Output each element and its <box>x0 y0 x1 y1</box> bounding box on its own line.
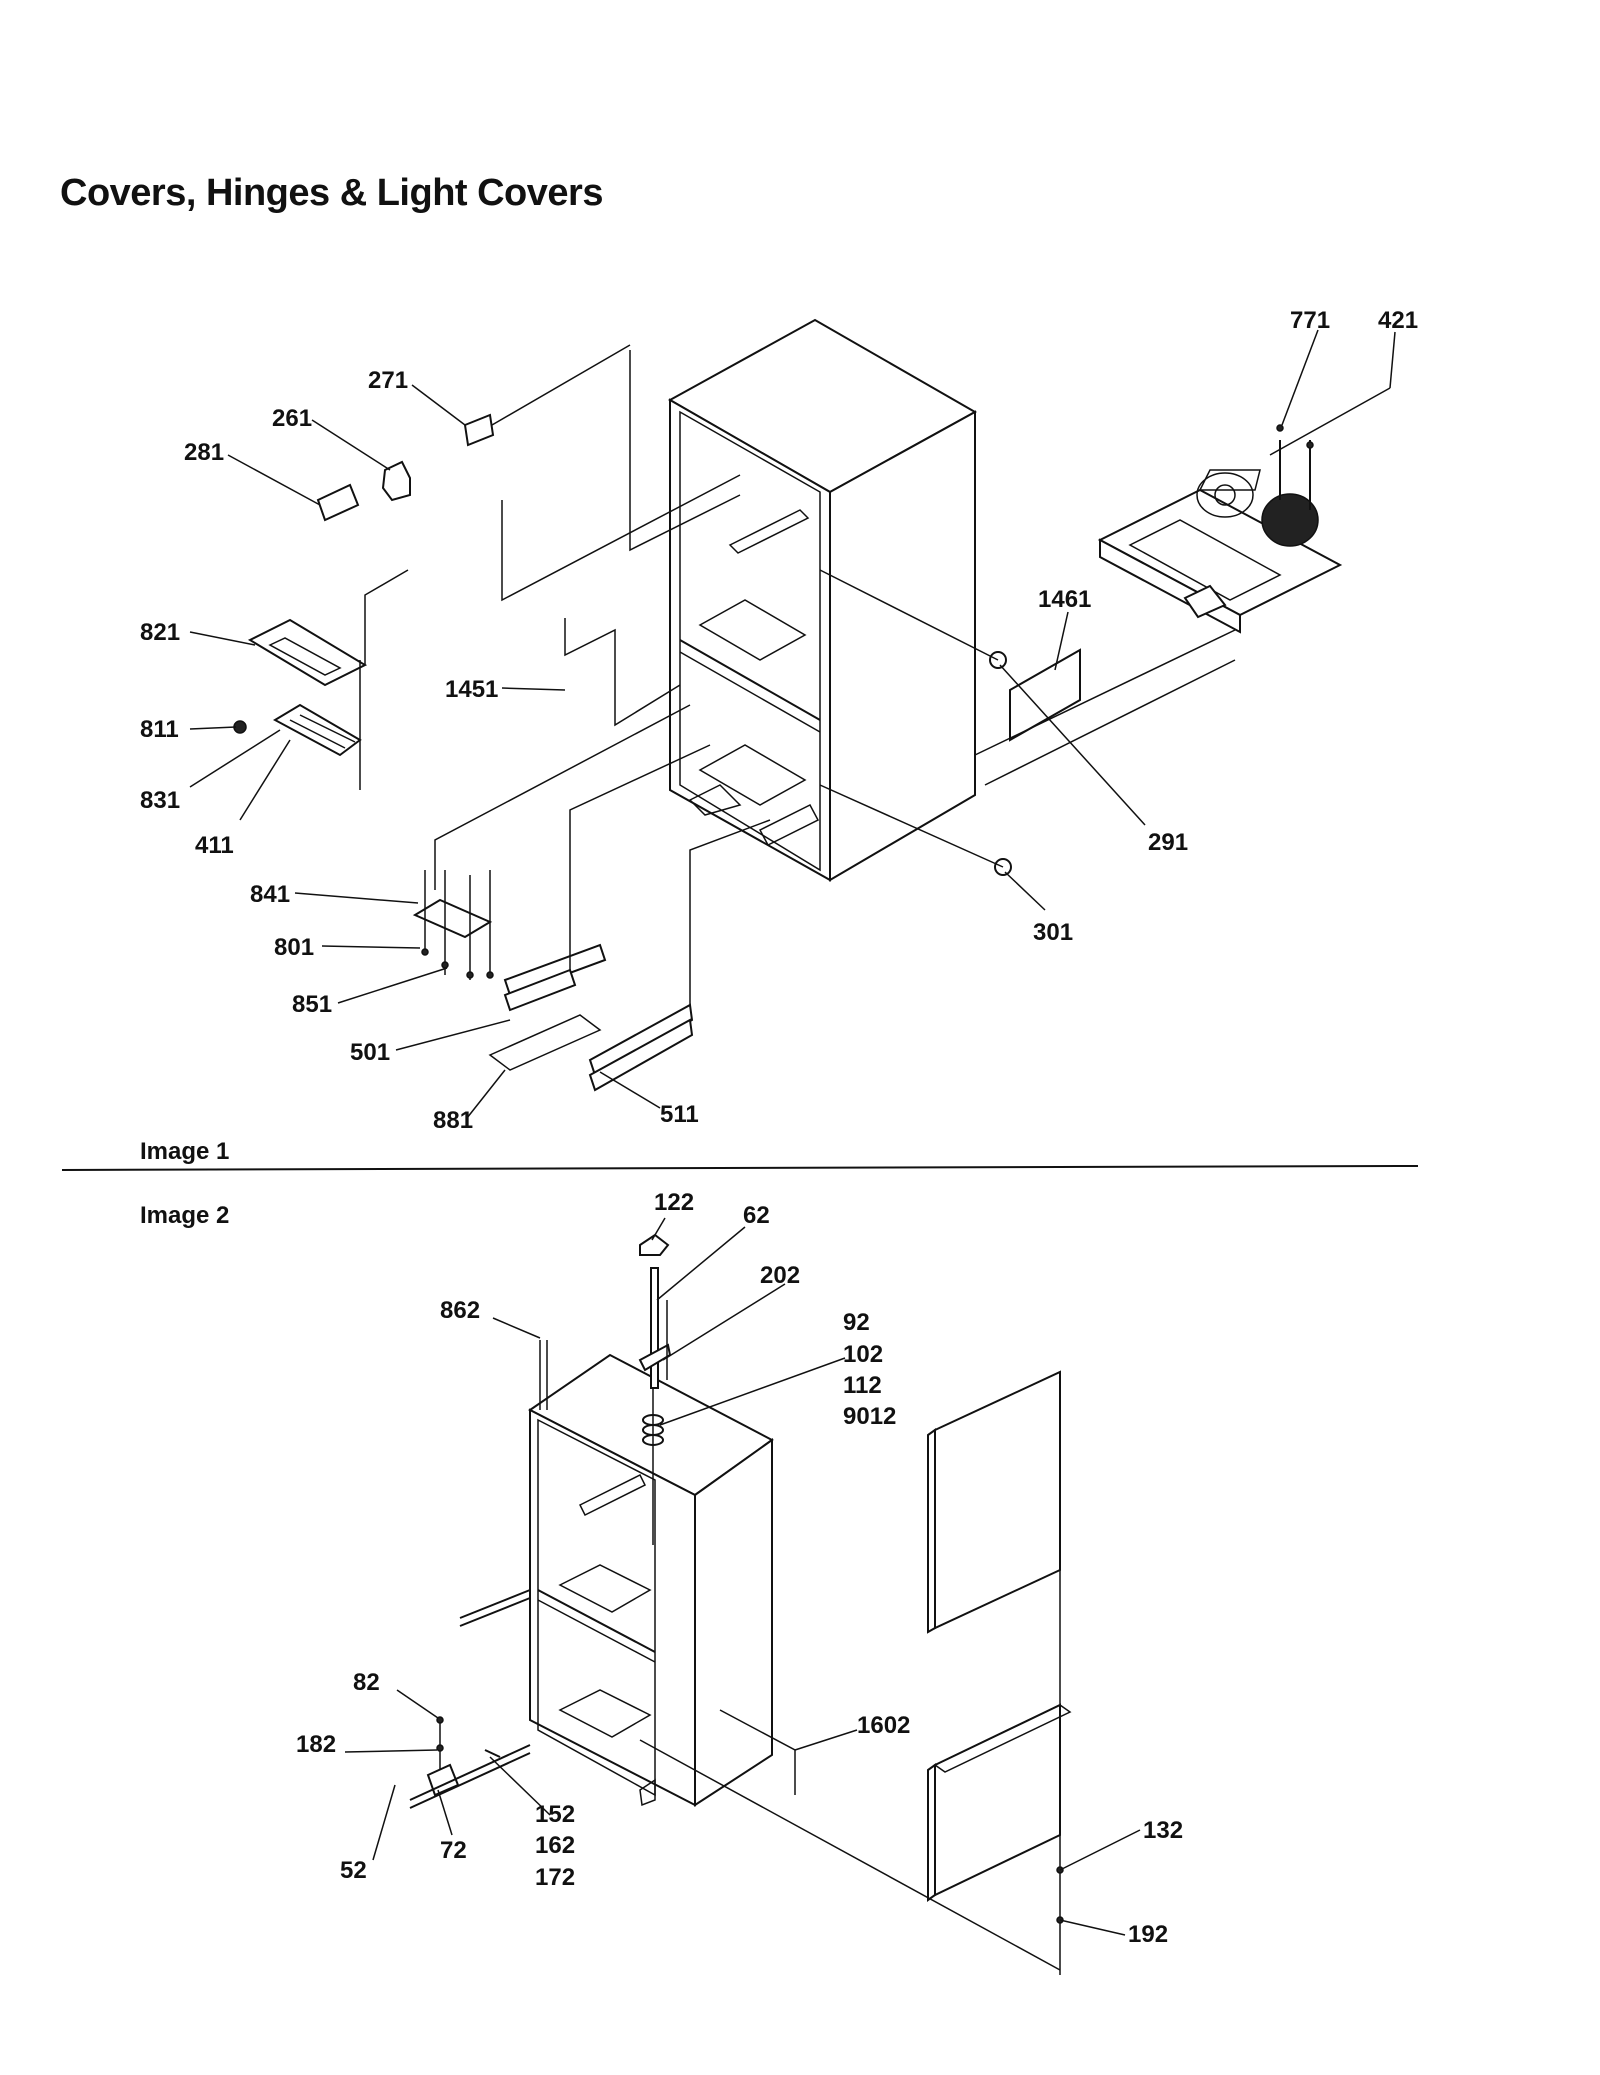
callout-132: 132 <box>1143 1817 1183 1844</box>
callout-202: 202 <box>760 1262 800 1289</box>
callout-411: 411 <box>195 832 234 859</box>
section-label-image-1: Image 1 <box>140 1138 230 1165</box>
callout-851: 851 <box>292 991 332 1018</box>
callout-801: 801 <box>274 934 314 961</box>
compressor-assembly <box>1097 424 1343 634</box>
callout-862: 862 <box>440 1297 480 1324</box>
callout-182: 182 <box>296 1731 336 1758</box>
callout-811: 811 <box>140 716 179 743</box>
callout-112: 112 <box>843 1372 882 1399</box>
callout-841: 841 <box>250 881 290 908</box>
light-housing-831 <box>233 703 362 757</box>
page-title: Covers, Hinges & Light Covers <box>60 172 603 214</box>
exploded-lines-image-1 <box>359 350 1236 1005</box>
hinge-parts-top <box>539 1233 672 1545</box>
light-socket-291-301 <box>989 648 1081 876</box>
callout-52: 52 <box>340 1857 367 1884</box>
callout-162: 162 <box>535 1832 575 1859</box>
hinge-plate-821 <box>247 618 368 687</box>
callout-291: 291 <box>1148 829 1188 856</box>
callout-1461: 1461 <box>1038 586 1091 613</box>
hinge-parts-bottom <box>409 1589 531 1809</box>
callout-192: 192 <box>1128 1921 1168 1948</box>
callout-122: 122 <box>654 1189 694 1216</box>
callout-62: 62 <box>743 1202 770 1229</box>
callout-821: 821 <box>140 619 180 646</box>
light-covers-501-511 <box>488 943 694 1092</box>
callouts-image-1: 771 421 271 261 281 1461 821 1451 811 83… <box>140 307 1418 1134</box>
callout-72: 72 <box>440 1837 467 1864</box>
callout-102: 102 <box>843 1341 883 1368</box>
callout-301: 301 <box>1033 919 1073 946</box>
callout-281: 281 <box>184 439 224 466</box>
callout-261: 261 <box>272 405 312 432</box>
callout-771: 771 <box>1290 307 1330 334</box>
callout-9012: 9012 <box>843 1403 896 1430</box>
callout-831: 831 <box>140 787 180 814</box>
callout-271: 271 <box>368 367 408 394</box>
freezer-door <box>927 1370 1061 1634</box>
callout-172: 172 <box>535 1864 575 1891</box>
callout-1451: 1451 <box>445 676 498 703</box>
callout-leaders-image-1 <box>189 329 1396 1119</box>
callout-leaders-image-2 <box>344 1217 1141 1936</box>
hinge-bracket-841 <box>412 898 493 939</box>
cabinet-image-1 <box>667 318 978 882</box>
callout-501: 501 <box>350 1039 390 1066</box>
callout-421: 421 <box>1378 307 1418 334</box>
section-divider <box>61 1165 1419 1171</box>
callout-152: 152 <box>535 1801 575 1828</box>
callout-1602: 1602 <box>857 1712 910 1739</box>
callouts-image-2: 122 62 202 862 92 102 112 9012 82 1602 1… <box>296 1189 1183 1948</box>
exploded-lines-image-2 <box>639 1560 1064 1975</box>
section-label-image-2: Image 2 <box>140 1202 230 1229</box>
callout-92: 92 <box>843 1309 870 1336</box>
light-cover-parts-top <box>316 344 631 522</box>
callout-82: 82 <box>353 1669 380 1696</box>
callout-881: 881 <box>433 1107 473 1134</box>
callout-511: 511 <box>660 1101 699 1128</box>
refrigerator-door <box>927 1703 1072 1902</box>
